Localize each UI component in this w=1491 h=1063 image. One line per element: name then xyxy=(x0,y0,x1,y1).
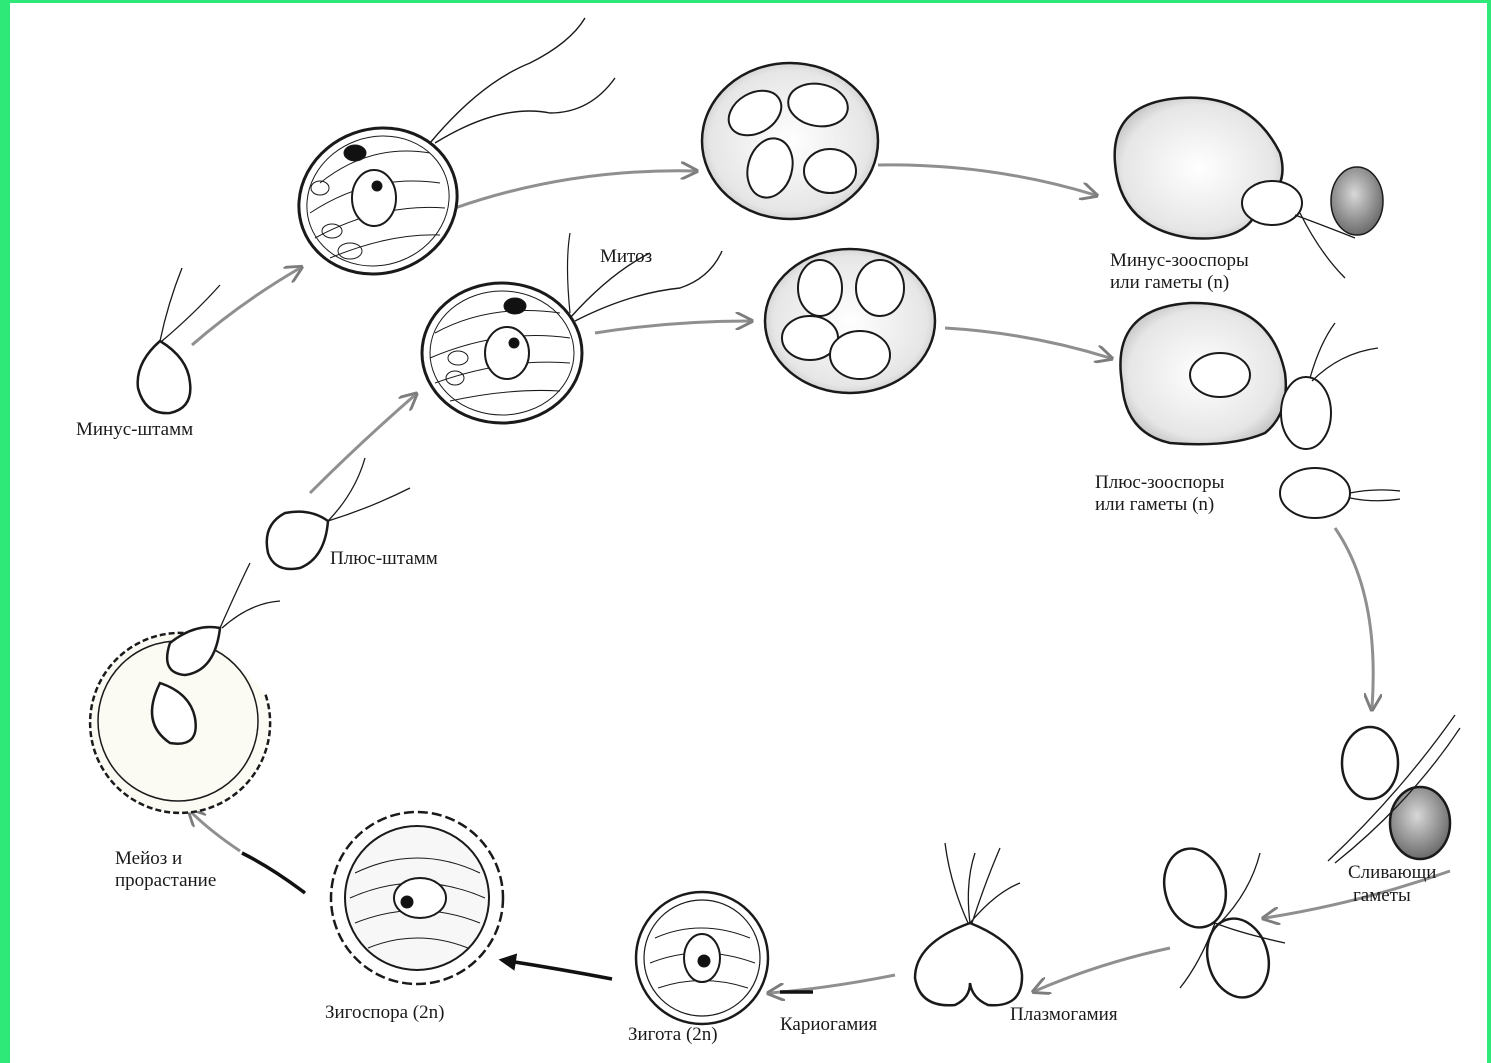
arrow-minus-sporangium-to-zoospores xyxy=(878,165,1095,195)
plus-sporangium xyxy=(765,249,935,393)
label-fusing-gametes-line2: гаметы xyxy=(1353,884,1411,908)
label-zygote: Зигота (2n) xyxy=(628,1023,718,1047)
label-plus-zoospores-line1: Плюс-зооспоры xyxy=(1095,471,1224,495)
minus-vegetative-cell xyxy=(278,18,615,296)
label-fusing-gametes-line1: Сливающи xyxy=(1348,861,1436,885)
arrow-cell-to-minus-sporangium xyxy=(455,171,695,208)
plus-vegetative-cell xyxy=(422,233,722,423)
arrow-meiosis-to-germination xyxy=(190,811,240,851)
germinating-zygospore xyxy=(90,563,280,813)
zygospore xyxy=(331,812,503,984)
arrow-minus-strain-to-cell xyxy=(192,268,300,345)
label-zygospore: Зигоспора (2n) xyxy=(325,1001,444,1025)
arrow-plus-cell-to-sporangium xyxy=(595,321,750,333)
zygote xyxy=(636,892,768,1024)
arrow-zygote-to-zygospore xyxy=(502,960,612,979)
label-minus-zoospores-line2: или гаметы (n) xyxy=(1110,271,1229,295)
label-plus-strain: Плюс-штамм xyxy=(330,547,438,571)
label-meiosis-line2: прорастание xyxy=(115,869,216,893)
life-cycle-artwork xyxy=(10,3,1487,1063)
label-minus-strain: Минус-штамм xyxy=(76,418,193,442)
arrow-meiosis-stroke xyxy=(242,853,305,893)
arrow-zoospores-to-fusing xyxy=(1335,528,1373,708)
label-minus-zoospores-line1: Минус-зооспоры xyxy=(1110,249,1249,273)
label-karyogamy: Кариогамия xyxy=(780,1013,877,1037)
label-plasmogamy: Плазмогамия xyxy=(1010,1003,1118,1027)
arrow-plus-sporangium-to-zoospores xyxy=(945,328,1110,358)
arrow-plasmogamy-to-quad xyxy=(1035,948,1170,991)
quadriflagellate-zygote xyxy=(915,843,1022,1005)
minus-sporangium xyxy=(702,63,878,219)
fusing-gametes-pair xyxy=(1156,842,1285,1005)
label-mitosis: Митоз xyxy=(600,245,652,269)
minus-strain-gamete xyxy=(138,268,220,413)
fusing-gametes xyxy=(1328,715,1460,863)
diagram-frame: Минус-штамм Митоз Минус-зооспоры или гам… xyxy=(10,3,1487,1063)
label-meiosis-line1: Мейоз и xyxy=(115,847,182,871)
label-plus-zoospores-line2: или гаметы (n) xyxy=(1095,493,1214,517)
arrow-plus-strain-to-cell xyxy=(310,395,415,493)
